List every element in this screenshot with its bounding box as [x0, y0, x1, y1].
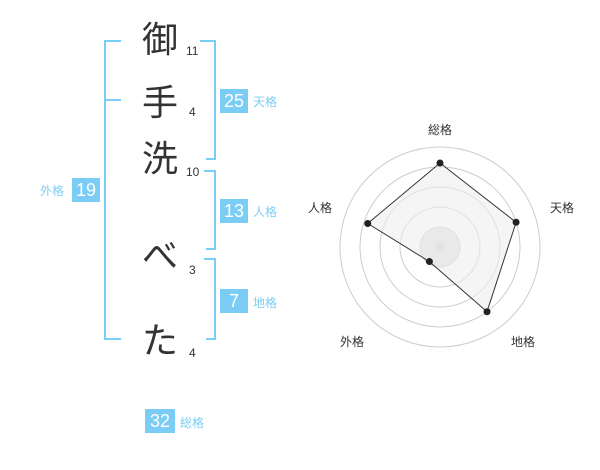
stroke-count-4: 3	[189, 263, 196, 277]
name-char-1: 御	[141, 20, 178, 61]
soukaku-value: 32	[145, 409, 175, 433]
stroke-count-3: 10	[186, 165, 200, 179]
tenkaku-bracket	[200, 40, 216, 160]
gaikaku-label: 外格	[40, 184, 65, 198]
chikaku-label: 地格	[253, 296, 278, 310]
radar-axis-label-jinkaku: 人格	[308, 201, 333, 215]
name-char-4: べ	[141, 236, 178, 277]
tenkaku-value: 25	[220, 89, 248, 113]
radar-point	[483, 308, 491, 316]
radar-axis-label-gaikaku: 外格	[340, 335, 365, 349]
soukaku-label: 総格	[180, 416, 205, 430]
radar-point	[512, 218, 520, 226]
radar-point	[425, 258, 433, 266]
name-char-5: た	[141, 321, 178, 362]
jinkaku-value: 13	[220, 199, 248, 223]
radar-axis-label-soukaku: 総格	[428, 123, 453, 137]
radar-series-polygon	[366, 162, 517, 313]
radar-points	[364, 159, 520, 316]
outer-bracket	[104, 40, 121, 340]
radar-ring	[339, 146, 541, 348]
chikaku-value: 7	[220, 289, 248, 313]
stroke-count-1: 11	[186, 44, 199, 58]
radar-axis-label-chikaku: 地格	[511, 335, 536, 349]
tenkaku-label: 天格	[253, 95, 278, 109]
stroke-count-2: 4	[189, 105, 196, 119]
stroke-count-5: 4	[189, 346, 196, 360]
radar-axis-label-tenkaku: 天格	[550, 201, 575, 215]
chikaku-bracket	[204, 258, 216, 340]
name-char-3: 洗	[141, 139, 178, 180]
radar-point	[364, 220, 372, 228]
name-char-2: 手	[141, 83, 178, 124]
radar-point	[436, 159, 444, 167]
gaikaku-value: 19	[72, 178, 100, 202]
jinkaku-label: 人格	[253, 205, 278, 219]
jinkaku-bracket	[204, 170, 216, 250]
